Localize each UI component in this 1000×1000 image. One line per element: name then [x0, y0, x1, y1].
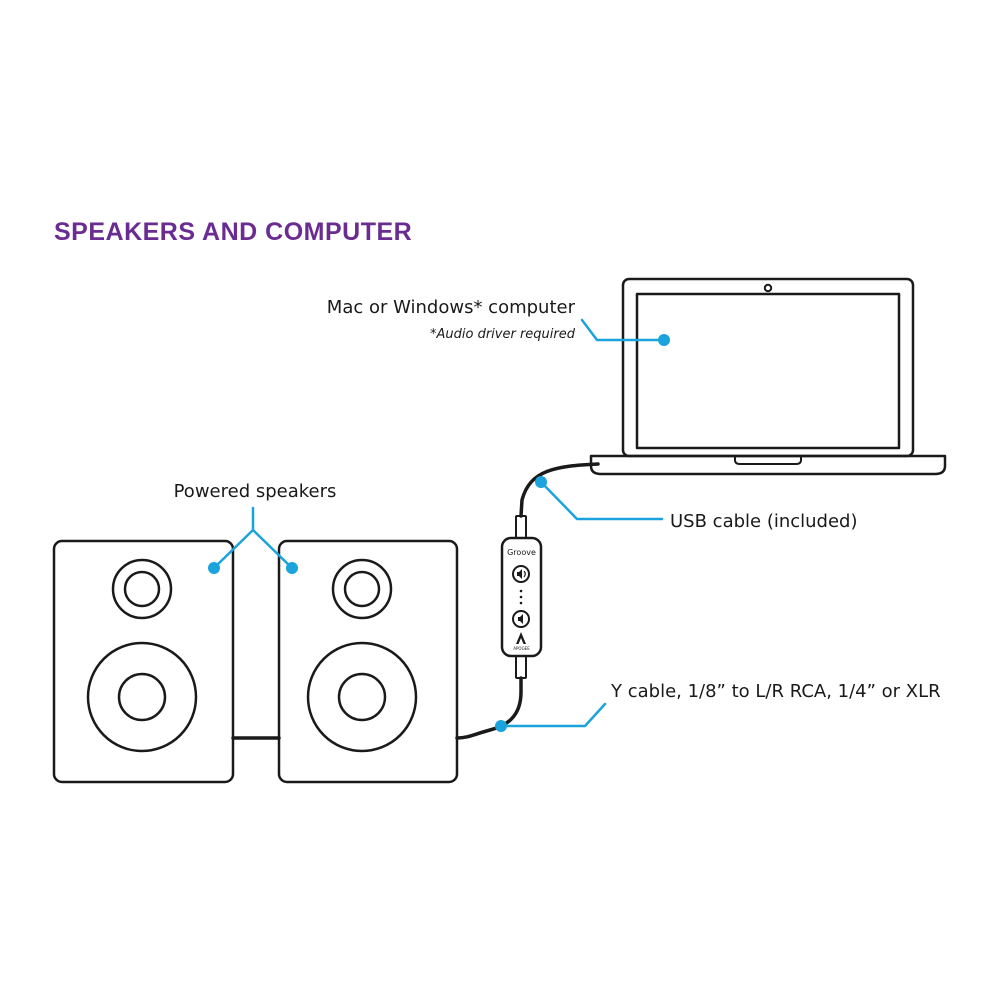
groove-dac-device: Groove APOGEE [500, 536, 543, 658]
device-brand: APOGEE [513, 646, 530, 651]
left-speaker-icon [52, 539, 235, 784]
usb-plug-icon [515, 515, 527, 539]
computer-label: Mac or Windows* computer [327, 297, 576, 318]
ycable-label: Y cable, 1/8” to L/R RCA, 1/4” or XLR [610, 681, 941, 702]
apogee-logo-icon [516, 632, 526, 644]
computer-note: *Audio driver required [430, 327, 576, 342]
speakers-label: Powered speakers [174, 481, 337, 502]
device-name: Groove [507, 548, 536, 557]
callout-ycable [495, 702, 607, 732]
headphone-plug-icon [515, 655, 527, 679]
diagram-title: SPEAKERS AND COMPUTER [54, 218, 412, 246]
callout-usb [535, 476, 664, 521]
right-speaker-icon [277, 539, 459, 784]
callout-computer [580, 318, 670, 346]
callout-speakers [208, 506, 298, 574]
y-cable [455, 676, 523, 740]
usb-cable [519, 462, 600, 518]
usb-label: USB cable (included) [670, 511, 858, 532]
laptop-icon [589, 277, 947, 476]
volume-up-icon [512, 565, 530, 583]
volume-down-icon [512, 610, 530, 628]
